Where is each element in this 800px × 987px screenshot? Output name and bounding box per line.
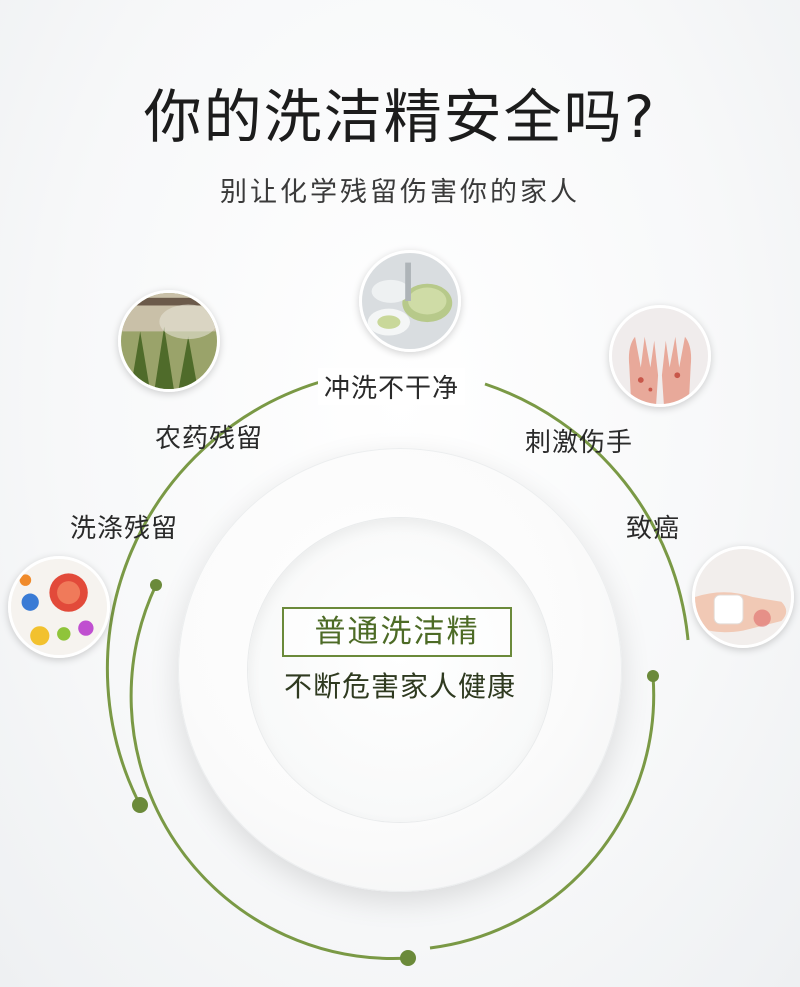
plate-center [248, 518, 552, 822]
label-pesticide: 农药残留 [155, 424, 264, 454]
product-badge: 普通洗洁精 [282, 607, 512, 657]
label-irritate-hands: 刺激伤手 [525, 428, 634, 458]
crop-spraying-photo [118, 290, 220, 392]
label-not-clean: 冲洗不干净 [318, 368, 466, 405]
label-cancer: 致癌 [626, 514, 681, 544]
label-detergent-residue: 洗涤残留 [70, 514, 179, 544]
bacteria-illustration [8, 556, 110, 658]
plate [178, 448, 622, 892]
page-title: 你的洗洁精安全吗? [143, 83, 657, 151]
page-subtitle: 别让化学残留伤害你的家人 [220, 177, 580, 208]
irritated-hands-photo [609, 305, 711, 407]
plate-caption: 不断危害家人健康 [283, 670, 516, 703]
bandaged-hand-photo [692, 546, 794, 648]
dishes-photo [359, 250, 461, 352]
